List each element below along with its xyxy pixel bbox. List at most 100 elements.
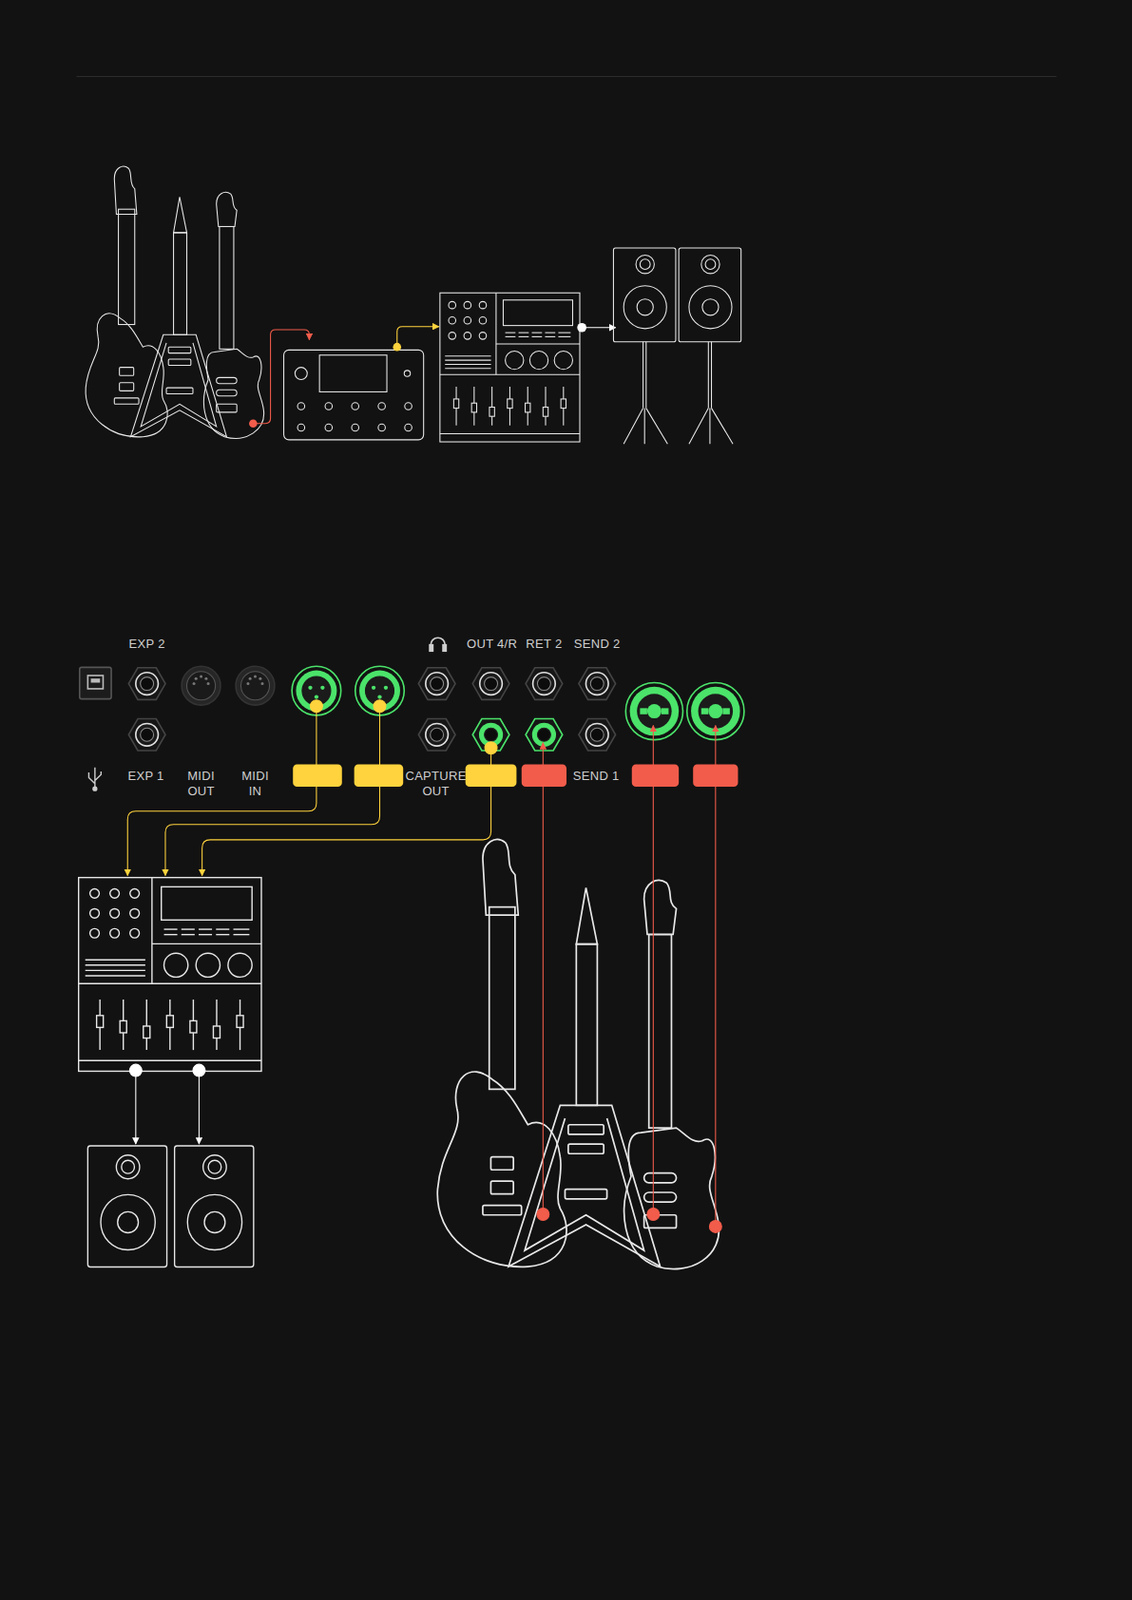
guitar-cable <box>252 329 309 424</box>
cable-tag <box>465 764 518 787</box>
cable-tag <box>354 764 404 787</box>
guitar-cable <box>714 726 716 1228</box>
output-cable <box>202 748 492 876</box>
midi-port <box>181 666 221 706</box>
usb-port <box>79 667 112 699</box>
modeler-unit <box>403 370 410 377</box>
quarter-inch-jack <box>418 668 456 701</box>
guitar-cable <box>542 743 544 1215</box>
pa-speaker <box>710 342 712 409</box>
xlr-out <box>355 666 405 716</box>
modeler-unit <box>297 402 306 411</box>
cable-tag <box>292 764 738 787</box>
port-label: CAPTURE OUT <box>404 768 466 800</box>
modeler-unit <box>319 355 387 393</box>
output-cable <box>397 326 440 347</box>
usb-port <box>79 667 112 699</box>
guitar-group <box>85 166 264 439</box>
port-label: MIDI OUT <box>187 768 215 800</box>
modeler-unit <box>378 423 386 432</box>
monitor-cable <box>129 1064 142 1077</box>
cable-tag <box>521 764 567 787</box>
headphone-icon <box>429 645 433 652</box>
guitar-group <box>437 839 719 1269</box>
studio-monitor <box>174 1146 254 1267</box>
speaker-cable <box>581 326 615 328</box>
combo-in <box>625 682 745 740</box>
cable-dot <box>249 419 258 428</box>
guitar-cable <box>537 726 722 1234</box>
pa-speaker <box>642 342 644 409</box>
pa-speaker <box>613 248 741 444</box>
quarter-inch-jack <box>578 719 616 752</box>
output-cable <box>127 700 498 877</box>
port-label: OUT 4/R <box>466 636 518 653</box>
pa-speaker <box>613 248 676 343</box>
guitar-cable <box>652 726 654 1215</box>
output-cable <box>309 700 323 713</box>
xlr-out <box>291 666 404 716</box>
quarter-inch-jack <box>418 719 456 752</box>
guitar-group <box>85 166 264 439</box>
studio-monitor <box>87 1146 253 1267</box>
modeler-unit <box>351 423 360 432</box>
top-rule <box>76 76 1057 77</box>
output-cable <box>127 706 317 876</box>
cable-tag <box>292 764 343 787</box>
midi-port <box>181 666 275 706</box>
port-label: EXP 1 <box>128 768 165 785</box>
cable-tag <box>632 764 679 787</box>
monitor-cable <box>134 1071 136 1145</box>
cable-dot <box>392 343 402 352</box>
quarter-inch-jack <box>525 668 563 701</box>
midi-port <box>235 666 275 706</box>
mixer <box>440 292 580 442</box>
port-label: SEND 2 <box>574 636 621 653</box>
rear-panel <box>79 637 745 791</box>
mixer <box>78 878 262 1073</box>
quarter-inch-jack <box>472 668 510 701</box>
pa-speaker <box>613 248 676 343</box>
output-cable <box>373 700 386 713</box>
output-cable <box>484 742 498 755</box>
quarter-inch-jack <box>128 719 166 752</box>
monitor-cable <box>192 1064 206 1077</box>
guitar-cable <box>647 1208 660 1222</box>
cable-dot <box>576 323 587 333</box>
pa-speaker <box>678 248 742 343</box>
pa-speaker <box>678 248 742 343</box>
modeler-unit <box>404 423 413 432</box>
mixer <box>440 292 580 442</box>
guitar-cable <box>537 1208 550 1222</box>
usb-symbol <box>93 786 97 791</box>
monitor-cable <box>129 1064 205 1145</box>
studio-monitor <box>174 1146 254 1267</box>
cable-tag <box>692 764 738 787</box>
combo-in <box>625 682 683 740</box>
pa-speaker <box>623 342 733 444</box>
modeler-unit <box>378 402 386 411</box>
guitar-group <box>437 839 719 1269</box>
modeler-unit <box>297 423 306 432</box>
headphone-icon <box>429 637 446 652</box>
usb-port <box>87 675 103 690</box>
modeler-unit <box>325 402 333 411</box>
xlr-out <box>291 666 342 716</box>
active-jack <box>525 719 563 752</box>
port-label: SEND 1 <box>573 768 620 785</box>
port-label: EXP 2 <box>129 636 166 653</box>
headphone-icon <box>442 645 446 652</box>
modeler-unit <box>351 402 360 411</box>
modeler-unit <box>404 402 413 411</box>
pa-speaker <box>708 342 710 409</box>
modeler-unit <box>294 367 307 381</box>
modeler-unit <box>284 349 424 441</box>
quarter-inch-jack <box>128 668 166 701</box>
studio-monitor <box>87 1146 167 1267</box>
pa-speaker <box>623 408 668 445</box>
usb-port <box>91 678 101 683</box>
output-cable <box>165 706 381 876</box>
studio-monitor <box>87 1146 167 1267</box>
pa-speaker <box>645 342 647 409</box>
